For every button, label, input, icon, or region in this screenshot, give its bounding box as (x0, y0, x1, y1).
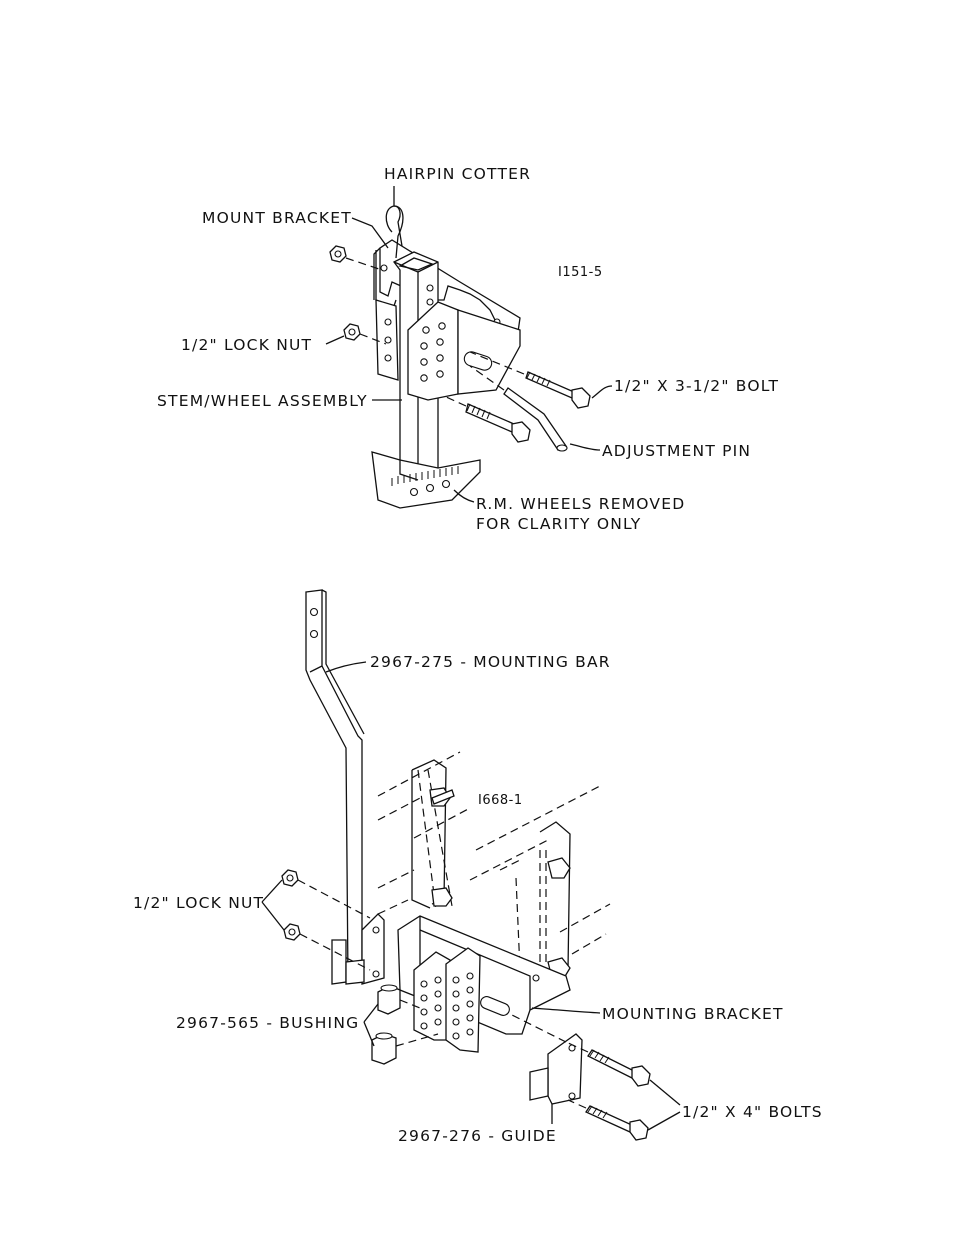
bolts-label-bottom: 1/2" X 4" BOLTS (682, 1103, 823, 1121)
guide-label: 2967-276 - GUIDE (398, 1127, 557, 1145)
lock-nut-label-bottom: 1/2" LOCK NUT (133, 894, 264, 912)
mounting-bar-drawing (306, 590, 364, 984)
hairpin-cotter-label: HAIRPIN COTTER (384, 165, 531, 183)
mount-bracket-label: MOUNT BRACKET (202, 209, 352, 227)
adjustment-pin-label: ADJUSTMENT PIN (602, 442, 751, 460)
side-plate-left (376, 300, 398, 380)
wheels-removed-label-line1: R.M. WHEELS REMOVED (476, 495, 685, 513)
wheels-removed-label-line2: FOR CLARITY ONLY (476, 515, 641, 533)
left-upright-bracket (412, 760, 454, 908)
guide-2967-276-drawing (530, 1034, 582, 1104)
perforated-plates (414, 948, 480, 1052)
bottom-assembly-diagram: 2967-275 - MOUNTING BAR I668-1 1/2" LOCK… (133, 590, 823, 1145)
lock-nut-label-top: 1/2" LOCK NUT (181, 336, 312, 354)
top-ref-code: I151-5 (558, 265, 603, 280)
bushing-label: 2967-565 - BUSHING (176, 1014, 359, 1032)
bottom-leader-lines (262, 662, 680, 1130)
bottom-ref-code: I668-1 (478, 793, 523, 808)
right-upright-bracket (540, 822, 570, 978)
bolt-label-top: 1/2" X 3-1/2" BOLT (614, 377, 779, 395)
mounting-bar-label: 2967-275 - MOUNTING BAR (370, 653, 611, 671)
mounting-bracket-label: MOUNTING BRACKET (602, 1005, 784, 1023)
stem-wheel-assembly-label: STEM/WHEEL ASSEMBLY (157, 392, 368, 410)
top-assembly-diagram: HAIRPIN COTTER MOUNT BRACKET I151-5 1/2"… (157, 165, 779, 533)
